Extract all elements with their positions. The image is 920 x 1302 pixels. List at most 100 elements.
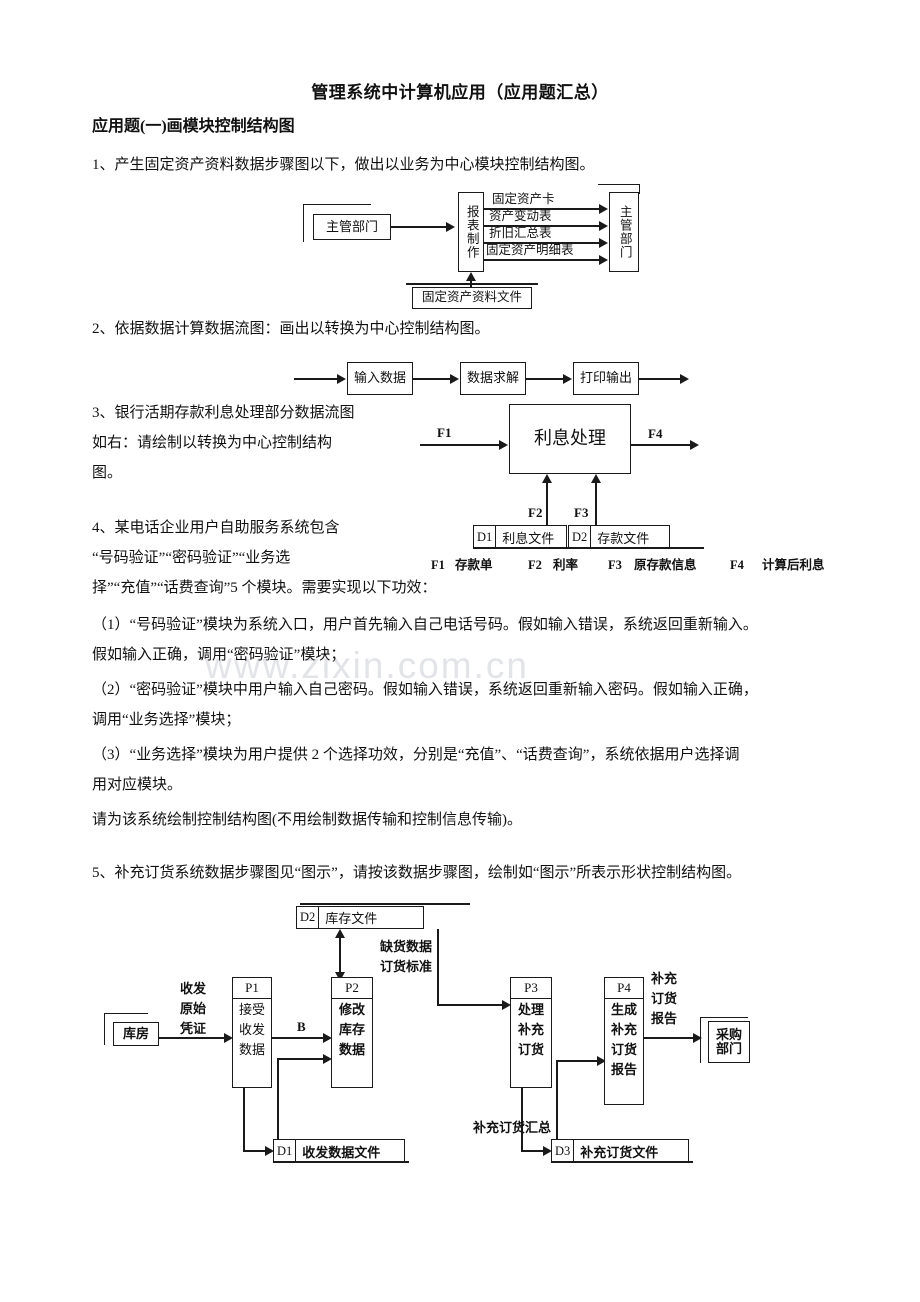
- flow-line: [277, 1058, 325, 1060]
- page-title: 管理系统中计算机应用（应用题汇总）: [311, 83, 609, 102]
- flow-line: [521, 1150, 544, 1152]
- diagram3-f4-label: F4: [648, 426, 663, 441]
- diagram5-entity-warehouse: 库房: [113, 1022, 159, 1046]
- diagram5-store-d2: D2 库存文件: [296, 906, 424, 929]
- flow-line: [546, 483, 548, 525]
- diagram-5: D2 库存文件 缺货数据 订货标准 库房 收发 原始 凭证 P1 接受 收发: [0, 0, 920, 1163]
- store-name: 利息文件: [502, 530, 555, 546]
- store-id: D1: [474, 526, 497, 548]
- process-line: 数据: [238, 1042, 265, 1057]
- diagram5-process-p3: P3 处理 补充 订货: [510, 977, 552, 1088]
- diagram1-process: 报表制作: [458, 192, 484, 272]
- process-id: P2: [332, 978, 372, 999]
- store-name: 补充订货文件: [580, 1144, 659, 1160]
- question-4-line-1: 4、某电话企业用户自助服务系统包含: [92, 520, 340, 536]
- question-3-line-2: 如右：请绘制以转换为中心控制结构: [92, 435, 333, 451]
- diagram-1: 主管部门 报表制作 主管部门 固定资产卡 资产变动表 折旧汇总表 固定资产明细表: [0, 0, 920, 310]
- target-entity-bracket: [598, 184, 640, 194]
- process-line: 处理: [517, 1002, 544, 1017]
- diagram3-legend-key: F3: [608, 558, 622, 572]
- store-name: 库存文件: [325, 911, 378, 926]
- flow-arrowhead: [450, 374, 459, 384]
- flow-line: [631, 444, 691, 446]
- flow-arrowhead: [599, 204, 608, 214]
- warehouse-bracket: [104, 1013, 148, 1045]
- flow-arrowhead: [563, 374, 572, 384]
- store-name: 存款文件: [597, 530, 650, 546]
- diagram5-shortage-label: 订货标准: [380, 959, 433, 974]
- store-extension: [473, 547, 603, 549]
- flow-line: [484, 242, 600, 244]
- diagram3-legend-value: 利率: [553, 558, 579, 572]
- question-5-text: 5、补充订货系统数据步骤图见“图示”，请按该数据步骤图，绘制如“图示”所表示形状…: [92, 865, 742, 881]
- diagram-2: 输入数据 数据求解 打印输出: [0, 0, 920, 395]
- process-line: 接受: [238, 1002, 265, 1017]
- flow-arrowhead: [690, 440, 699, 450]
- diagram5-receipt-label: 凭证: [180, 1021, 207, 1036]
- process-line: 数据: [338, 1042, 365, 1057]
- diagram5-shortage-label: 缺货数据: [380, 939, 433, 954]
- flow-arrowhead: [335, 929, 345, 938]
- flow-arrowhead: [680, 374, 689, 384]
- process-id: P1: [233, 978, 271, 999]
- section-heading: 应用题(一)画模块控制结构图: [92, 118, 295, 135]
- flow-line: [243, 1150, 266, 1152]
- flow-arrowhead: [502, 1000, 511, 1010]
- flow-line: [294, 378, 338, 380]
- flow-line: [556, 1060, 558, 1150]
- flow-line: [277, 1058, 279, 1150]
- question-4-item-4: 请为该系统绘制控制结构图(不用绘制数据传输和控制信息传输)。: [92, 812, 522, 828]
- flow-arrowhead: [335, 972, 345, 981]
- question-4-line-3: 择”“充值”“话费查询”5 个模块。需要实现以下功效：: [92, 580, 437, 596]
- diagram3-legend-value: 原存款信息: [634, 558, 697, 572]
- diagram3-store-d2: D2 存款文件: [568, 525, 670, 549]
- diagram1-data-store: 固定资产资料文件: [412, 287, 532, 309]
- source-entity-bracket: [303, 204, 371, 242]
- flow-arrowhead: [591, 474, 601, 483]
- process-id: P3: [511, 978, 551, 999]
- store-id: D2: [297, 907, 320, 928]
- diagram3-process: 利息处理: [509, 404, 631, 474]
- flow-line: [484, 225, 600, 227]
- diagram3-legend-key: F4: [730, 558, 744, 572]
- flow-line: [413, 378, 451, 380]
- diagram3-legend-key: F1: [431, 558, 445, 572]
- flow-arrowhead: [599, 221, 608, 231]
- diagram3-f3-label: F3: [574, 505, 589, 520]
- flow-line: [526, 378, 564, 380]
- purchase-entity-bracket: [700, 1017, 748, 1063]
- question-4-item-3a: （3）“业务选择”模块为用户提供 2 个选择功效，分别是“充值”、“话费查询”，…: [92, 747, 740, 763]
- store-top-line: [406, 283, 538, 285]
- flow-line: [484, 259, 600, 261]
- flow-line: [339, 938, 341, 980]
- flow-line: [159, 1037, 225, 1039]
- diagram2-box: 数据求解: [460, 362, 526, 395]
- store-id: D2: [569, 526, 592, 548]
- diagram2-box: 输入数据: [347, 362, 413, 395]
- diagram3-legend-value: 存款单: [455, 558, 493, 572]
- flow-line: [272, 1037, 324, 1039]
- question-3-line-1: 3、银行活期存款利息处理部分数据流图: [92, 405, 355, 421]
- question-4-item-1b: 假如输入正确，调用“密码验证”模块；: [92, 647, 346, 663]
- diagram5-summary-label: 补充订货汇总: [473, 1120, 552, 1135]
- question-2-text: 2、依据数据计算数据流图：画出以转换为中心控制结构图。: [92, 321, 490, 337]
- flow-line: [420, 444, 500, 446]
- flow-line: [391, 226, 447, 228]
- question-4-item-2a: （2）“密码验证”模块中用户输入自己密码。假如输入错误，系统返回重新输入密码。假…: [92, 682, 758, 698]
- question-4-line-2: “号码验证”“密码验证”“业务选: [92, 550, 291, 566]
- flow-line: [437, 929, 439, 1005]
- diagram3-legend-key: F2: [528, 558, 542, 572]
- flow-arrowhead: [693, 1033, 702, 1043]
- diagram1-target-entity: 主管部门: [609, 192, 639, 272]
- diagram1-source-entity: 主管部门: [313, 214, 391, 240]
- diagram5-store-d1: D1 收发数据文件: [273, 1139, 405, 1163]
- flow-arrowhead: [466, 272, 476, 281]
- diagram5-report-label: 补充: [651, 971, 678, 986]
- diagram5-receipt-label: 收发: [180, 981, 207, 996]
- process-line: 库存: [338, 1022, 365, 1037]
- diagram3-legend-value: 计算后利息: [762, 558, 825, 572]
- question-3-line-3: 图。: [92, 465, 123, 481]
- diagram3-f2-label: F2: [528, 505, 543, 520]
- process-line: 订货: [610, 1042, 637, 1057]
